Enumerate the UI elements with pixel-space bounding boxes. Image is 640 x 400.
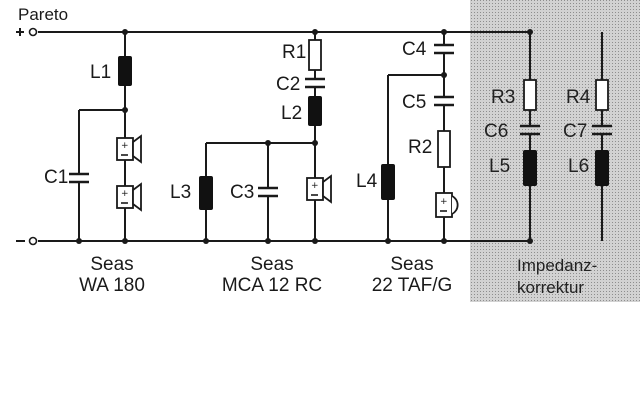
label-c5: C5	[402, 92, 427, 113]
svg-text:+: +	[311, 181, 319, 191]
capacitor-c5	[434, 95, 454, 107]
terminal-negative	[16, 236, 38, 246]
label-l3: L3	[170, 182, 192, 203]
svg-text:+: +	[440, 197, 448, 207]
circuit-title: Pareto	[18, 5, 69, 24]
driver-model: WA 180	[79, 275, 145, 296]
label-c1: C1	[44, 167, 69, 188]
label-l4: L4	[356, 171, 378, 192]
label-r2: R2	[408, 137, 433, 158]
capacitor-c6	[520, 124, 540, 136]
label-c7: C7	[563, 121, 588, 142]
label-c3: C3	[230, 182, 255, 203]
driver-caption-woofer: Seas WA 180	[42, 255, 182, 297]
label-c2: C2	[276, 74, 301, 95]
label-r1: R1	[282, 42, 307, 63]
wires	[38, 31, 603, 242]
label-c4: C4	[402, 39, 427, 60]
label-l2: L2	[281, 103, 303, 124]
capacitor-c7	[592, 124, 612, 136]
inductor-l2	[308, 96, 322, 126]
label-r4: R4	[566, 87, 591, 108]
resistor-r4	[595, 79, 609, 111]
inductor-l6	[595, 150, 609, 186]
capacitor-c1	[69, 172, 89, 184]
driver-brand: Seas	[390, 254, 434, 275]
driver-caption-tweeter: Seas 22 TAF/G	[342, 255, 482, 297]
impedance-caption-line1: Impedanz-	[517, 256, 598, 275]
terminal-positive	[16, 27, 38, 37]
impedance-caption-line2: korrektur	[517, 278, 585, 297]
label-r3: R3	[491, 87, 516, 108]
driver-model: MCA 12 RC	[221, 275, 323, 296]
inductor-l3	[199, 176, 213, 210]
inductor-l5	[523, 150, 537, 186]
label-l6: L6	[568, 156, 590, 177]
label-c6: C6	[484, 121, 509, 142]
capacitor-c4	[434, 43, 454, 55]
svg-text:+: +	[121, 189, 129, 199]
woofer-upper-speaker-icon: +	[116, 134, 142, 164]
resistor-r3	[523, 79, 537, 111]
inductor-l1	[118, 56, 132, 86]
resistor-r2	[437, 130, 451, 168]
capacitor-c3	[258, 186, 278, 198]
woofer-lower-speaker-icon: +	[116, 182, 142, 212]
svg-text:+: +	[121, 141, 129, 151]
label-l5: L5	[489, 156, 511, 177]
driver-caption-midrange: Seas MCA 12 RC	[202, 255, 342, 297]
driver-brand: Seas	[90, 254, 134, 275]
label-l1: L1	[90, 62, 112, 83]
driver-model: 22 TAF/G	[371, 275, 453, 296]
inductor-l4	[381, 164, 395, 200]
junction-dots	[76, 29, 533, 244]
tweeter-speaker-icon: +	[435, 192, 459, 218]
midrange-speaker-icon: +	[306, 174, 332, 204]
resistor-r1	[308, 39, 322, 71]
driver-brand: Seas	[250, 254, 294, 275]
capacitor-c2	[305, 77, 325, 89]
impedance-correction-area	[470, 0, 640, 302]
